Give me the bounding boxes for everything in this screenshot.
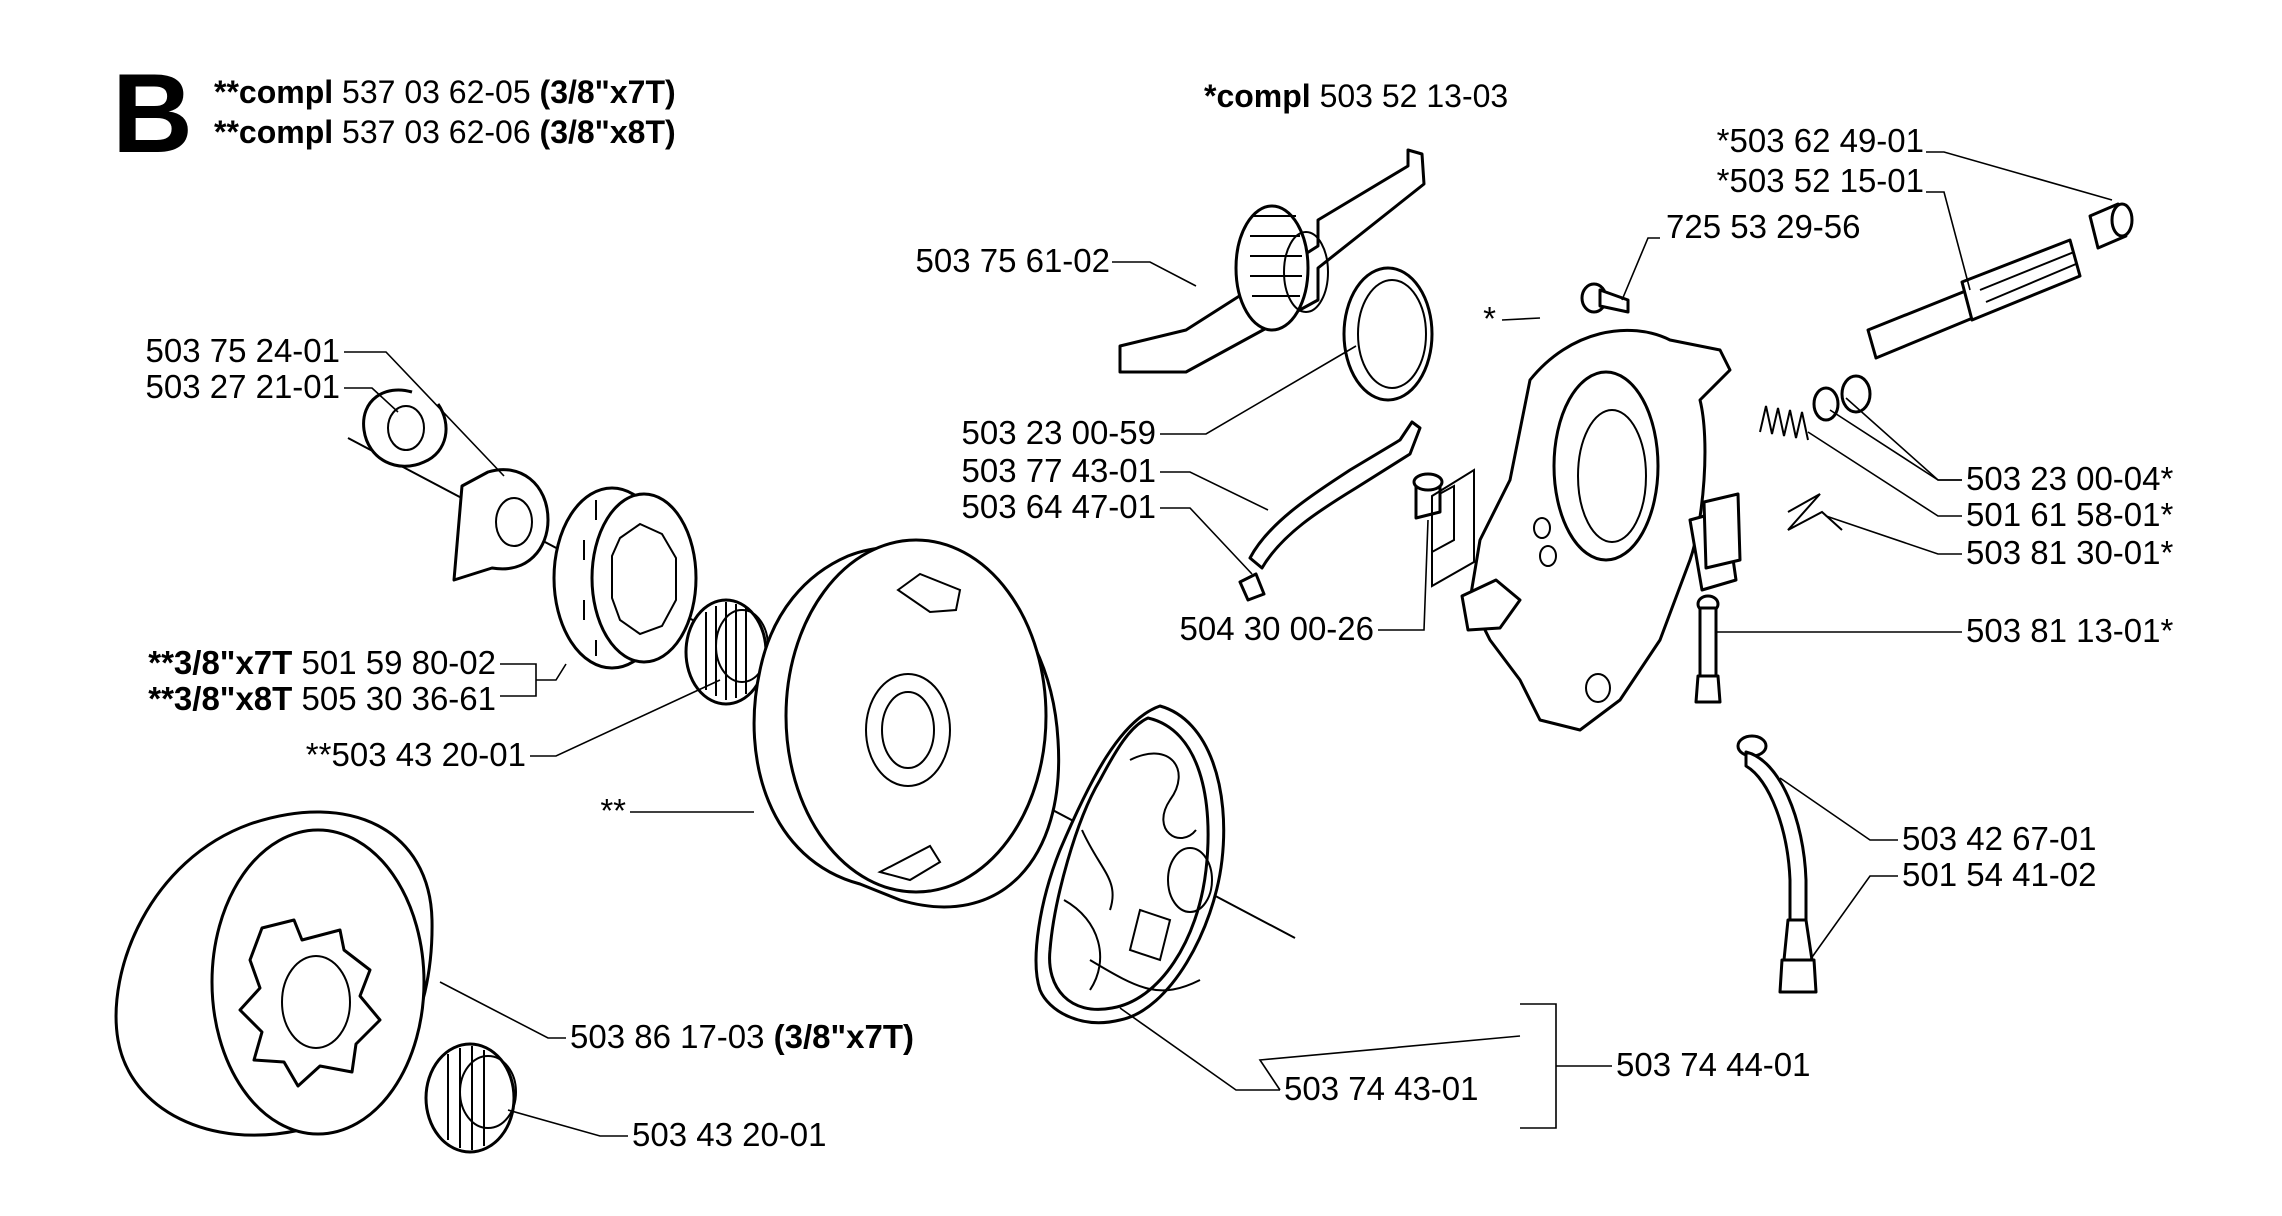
section-letter: B [112, 51, 193, 176]
screw-drawing [1580, 282, 1630, 314]
spur-drum-drawing [114, 810, 434, 1137]
label-503-42-67-01: 503 42 67-01 [1902, 820, 2097, 857]
label-503-75-61-02: 503 75 61-02 [915, 242, 1110, 279]
label-503-77-43-01: 503 77 43-01 [961, 452, 1156, 489]
label-503-27-21-01: 503 27 21-01 [145, 368, 340, 405]
label-503-64-47-01: 503 64 47-01 [961, 488, 1156, 525]
label-sprocket-8t: **3/8"x8T 505 30 36-61 [148, 680, 496, 717]
label-503-23-00-59: 503 23 00-59 [961, 414, 1156, 451]
label-503-81-30-01: 503 81 30-01* [1966, 534, 2174, 571]
label-503-86-17-03: 503 86 17-03 (3/8"x7T) [570, 1018, 914, 1055]
small-plug-drawing [1412, 472, 1444, 520]
assembly-note-7t: **compl 537 03 62-05 (3/8"x7T) [214, 74, 676, 110]
label-503-81-13-01: 503 81 13-01* [1966, 612, 2174, 649]
rim-sprocket-drawing [552, 486, 698, 670]
adjust-screw-drawing [1694, 594, 1722, 704]
o-ring-inner [1357, 279, 1427, 389]
label-pump-housing-star: * [1483, 300, 1496, 337]
part-labels: *503 62 49-01 *503 52 15-01 725 53 29-56… [145, 122, 2173, 1153]
washer-small-drawing [1812, 386, 1840, 422]
label-504-30-00-26: 504 30 00-26 [1179, 610, 1374, 647]
washer-drawing [452, 468, 550, 582]
label-503-74-44-01: 503 74 44-01 [1616, 1046, 1811, 1083]
label-503-74-43-01: 503 74 43-01 [1284, 1070, 1479, 1107]
clutch-drum-drawing [752, 538, 1061, 909]
parts-illustration [114, 148, 2134, 1154]
needle-bearing-drawing [684, 598, 769, 706]
needle-bearing-lower-drawing [424, 1042, 517, 1154]
oil-pump-assembly-note: *compl 503 52 13-03 [1204, 78, 1508, 114]
pump-shaft-drawing [1866, 238, 2082, 360]
bracket-tab-drawing [1238, 572, 1266, 602]
label-503-23-00-04: 503 23 00-04* [1966, 460, 2174, 497]
label-503-75-24-01: 503 75 24-01 [145, 332, 340, 369]
washer-small-drawing-2 [1840, 374, 1872, 414]
oil-hose-drawing [1736, 734, 1818, 994]
label-501-54-41-02: 501 54 41-02 [1902, 856, 2097, 893]
label-501-61-58-01: 501 61 58-01* [1966, 496, 2174, 533]
wire-bracket-drawing [1248, 420, 1422, 570]
label-clutch-drum-double-star: ** [600, 792, 626, 829]
bushing-drawing [2088, 202, 2134, 250]
label-503-43-20-01-lower: 503 43 20-01 [632, 1116, 827, 1153]
circlip-drawing [362, 388, 448, 468]
clutch-assembly-drawing [1034, 704, 1226, 1025]
spring-drawing [1759, 405, 1809, 441]
leader-lines [344, 151, 2113, 1137]
label-503-43-20-01-upper: **503 43 20-01 [306, 736, 526, 773]
assembly-note-8t: **compl 537 03 62-06 (3/8"x8T) [214, 114, 676, 150]
label-503-62-49-01: *503 62 49-01 [1717, 122, 1924, 159]
label-503-52-15-01: *503 52 15-01 [1717, 162, 1924, 199]
pump-drive-gear-drawing [1118, 148, 1426, 374]
label-725-53-29-56: 725 53 29-56 [1666, 208, 1861, 245]
label-sprocket-7t: **3/8"x7T 501 59 80-02 [148, 644, 496, 681]
oil-pump-housing-drawing [1431, 328, 1738, 732]
sheet-spring-drawing [1787, 493, 1843, 531]
plug-drawing [1702, 492, 1742, 570]
seal-frame-drawing [1431, 468, 1475, 588]
